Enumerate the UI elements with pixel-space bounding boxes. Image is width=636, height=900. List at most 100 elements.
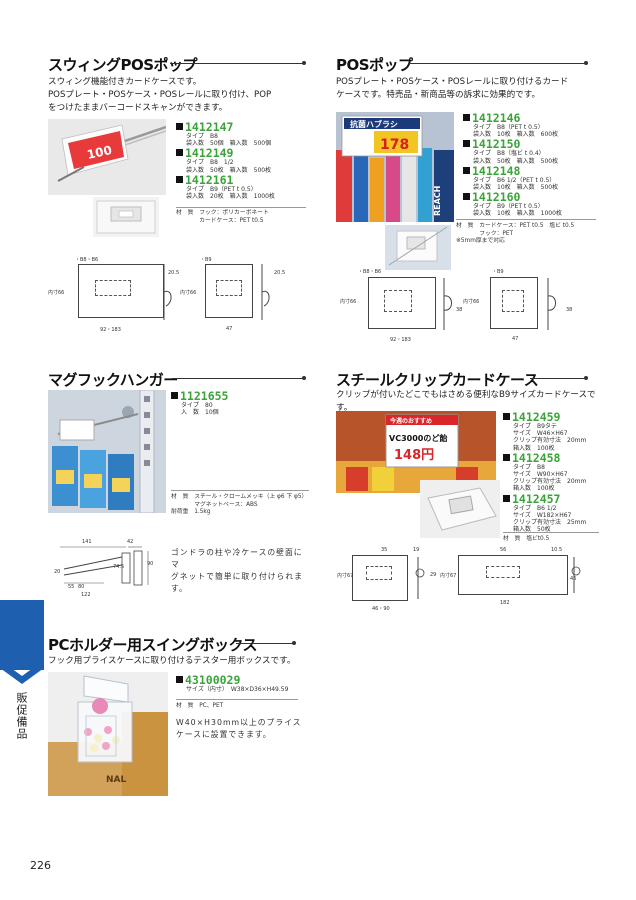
swing-title-rule-dot bbox=[302, 61, 306, 65]
clip-material: 材 質 塩ビt0.5 bbox=[503, 536, 550, 542]
pc-product-photo: NAL bbox=[48, 672, 168, 796]
page-number: 226 bbox=[30, 859, 51, 872]
diagram-hook-outline bbox=[95, 280, 131, 296]
diagram-clip-outline bbox=[366, 566, 392, 580]
photo-price-text: 178 bbox=[380, 137, 409, 153]
mag-product-list: 1121655 タイプ 80 入 数 10個 bbox=[171, 390, 311, 416]
photo-package-text: NAL bbox=[106, 775, 126, 785]
clip-material-rule bbox=[503, 532, 599, 533]
diagram-side-profile bbox=[261, 264, 270, 320]
bullet-square-icon bbox=[171, 392, 178, 399]
svg-text:100: 100 bbox=[86, 143, 113, 162]
product-code: 1412147 bbox=[176, 121, 316, 133]
mag-material: 材 質 スチール・クロームメッキ（上 φ6 下 φ5） マグネットベース：ABS… bbox=[171, 494, 308, 515]
bullet-square-icon bbox=[503, 453, 510, 461]
photo-price-text: 148円 bbox=[394, 448, 434, 463]
bullet-square-icon bbox=[503, 413, 510, 420]
pos-product-photo-1: 抗菌ハブラシ 178 REACH bbox=[336, 112, 454, 222]
mag-material-rule bbox=[171, 490, 309, 491]
bullet-square-icon bbox=[176, 175, 183, 183]
diagram-side-profile bbox=[547, 278, 556, 330]
diagram-side-profile bbox=[163, 264, 172, 320]
product-code: 1412150 bbox=[463, 138, 603, 150]
product-entry: 1412458 タイプ B8 サイズ W90×H67 クリップ有効寸法 20mm… bbox=[503, 452, 613, 493]
swing-description: スウィング機能付きカードケースです。 POSプレート・POSケース・POSレール… bbox=[48, 77, 272, 113]
clip-product-list: 1412459 タイプ B9タテ サイズ W46×H67 クリップ有効寸法 20… bbox=[503, 411, 613, 533]
product-code: 1412161 bbox=[176, 174, 316, 186]
pc-material-rule bbox=[176, 699, 298, 700]
bullet-square-icon bbox=[463, 193, 470, 201]
diagram-hook-outline bbox=[384, 290, 412, 312]
product-entry: 1412459 タイプ B9タテ サイズ W46×H67 クリップ有効寸法 20… bbox=[503, 411, 613, 452]
product-code: 1412458 bbox=[503, 452, 613, 464]
pc-note: W40×H30mm以上のプライス ケースに設置できます。 bbox=[176, 718, 302, 739]
swing-product-list: 1412147 タイプ B8 袋入数 50個 箱入数 500個 1412149 … bbox=[176, 121, 316, 200]
bullet-square-icon bbox=[176, 676, 183, 683]
chevron-down-icon bbox=[0, 660, 44, 684]
product-code: 1412160 bbox=[463, 191, 603, 203]
mag-note: ゴンドラの柱や冷ケースの壁面にマ グネットで簡単に取り付けられま す。 bbox=[171, 548, 303, 593]
swing-material: 材 質 フック：ポリカーボネート カードケース：PET t0.5 bbox=[176, 210, 269, 224]
product-code: 1412459 bbox=[503, 411, 613, 423]
mag-title-rule bbox=[172, 378, 304, 379]
product-entry: 43100029 サイズ（内寸） W38×D36×H49.59 bbox=[176, 674, 316, 693]
pc-title: PCホルダー用スイングボックス bbox=[48, 636, 258, 654]
pos-material: 材 質 カードケース：PET t0.5 塩ビ t0.5 フック：PET ※5mm… bbox=[456, 223, 575, 244]
pos-description: POSプレート・POSケース・POSレールに取り付けるカード ケースです。特売品… bbox=[336, 77, 569, 100]
swing-product-photo-1: 100 bbox=[48, 119, 166, 195]
pos-title: POSポップ bbox=[336, 56, 413, 74]
clip-title: スチールクリップカードケース bbox=[336, 371, 539, 389]
product-entry: 1121655 タイプ 80 入 数 10個 bbox=[171, 390, 311, 416]
diagram-card-outline bbox=[490, 277, 538, 329]
category-tab bbox=[0, 600, 44, 670]
pc-description: フック用プライスケースに取り付けるテスター用ボックスです。 bbox=[48, 656, 296, 666]
product-code: 1412148 bbox=[463, 165, 603, 177]
pos-product-photo-2 bbox=[385, 225, 451, 270]
product-code: 1412149 bbox=[176, 147, 316, 159]
product-entry: 1412147 タイプ B8 袋入数 50個 箱入数 500個 bbox=[176, 121, 316, 147]
diagram-side-profile bbox=[415, 557, 425, 599]
pc-product-list: 43100029 サイズ（内寸） W38×D36×H49.59 bbox=[176, 674, 316, 693]
mag-title-rule-dot bbox=[302, 376, 306, 380]
category-label: 販促備品 bbox=[15, 692, 28, 740]
product-entry: 1412457 タイプ B6 1/2 サイズ W182×H67 クリップ有効寸法… bbox=[503, 493, 613, 534]
pos-title-rule-dot bbox=[584, 61, 588, 65]
diagram-card-outline bbox=[205, 264, 253, 318]
product-code: 43100029 bbox=[176, 674, 316, 686]
pos-title-rule bbox=[408, 63, 586, 64]
pos-product-list: 1412146 タイプ B8（PET t 0.5） 袋入数 10枚 箱入数 60… bbox=[463, 112, 603, 218]
photo-sign-text: 今週のおすすめ bbox=[389, 417, 432, 425]
clip-title-rule-dot bbox=[584, 376, 588, 380]
diagram-hook-outline bbox=[216, 280, 242, 296]
diagram-clip-outline bbox=[486, 566, 520, 578]
bullet-square-icon bbox=[503, 494, 510, 502]
diagram-hanger-outline bbox=[60, 546, 149, 586]
clip-title-rule bbox=[530, 378, 586, 379]
product-code: 1412146 bbox=[463, 112, 603, 124]
diagram-card-outline bbox=[368, 277, 436, 329]
clip-product-photo-2 bbox=[420, 480, 500, 538]
pc-material: 材 質 PC、PET bbox=[176, 703, 224, 709]
product-code: 1121655 bbox=[171, 390, 311, 402]
product-code: 1412457 bbox=[503, 493, 613, 505]
swing-title: スウィングPOSポップ bbox=[48, 56, 198, 74]
swing-product-photo-2 bbox=[93, 197, 159, 237]
swing-title-rule bbox=[170, 63, 304, 64]
diagram-card-outline bbox=[458, 555, 568, 595]
bullet-square-icon bbox=[463, 166, 470, 174]
product-entry: 1412161 タイプ B9（PET t 0.5） 袋入数 20枚 箱入数 10… bbox=[176, 174, 316, 200]
photo-sign-text: 抗菌ハブラシ bbox=[350, 119, 398, 129]
mag-title: マグフックハンガー bbox=[48, 371, 178, 389]
product-entry: 1412146 タイプ B8（PET t 0.5） 袋入数 10枚 箱入数 60… bbox=[463, 112, 603, 138]
diagram-side-profile bbox=[571, 557, 581, 593]
swing-material-rule bbox=[176, 207, 306, 208]
product-entry: 1412148 タイプ B6 1/2（PET t 0.5） 袋入数 10枚 箱入… bbox=[463, 165, 603, 191]
product-entry: 1412149 タイプ B8 1/2 袋入数 50枚 箱入数 500枚 bbox=[176, 147, 316, 174]
clip-description: クリップが付いたどこでもはさめる便利なB9サイズカードケースです。 bbox=[336, 390, 596, 413]
diagram-card-outline bbox=[352, 555, 408, 601]
product-entry: 1412150 タイプ B8（塩ビ t 0.4） 袋入数 50枚 箱入数 500… bbox=[463, 138, 603, 165]
diagram-side-profile bbox=[443, 278, 452, 330]
photo-item-text: VC3000のど飴 bbox=[389, 433, 447, 443]
diagram-hook-outline bbox=[502, 290, 524, 312]
clip-product-photo-1: 今週のおすすめ VC3000のど飴 148円 bbox=[336, 411, 496, 493]
